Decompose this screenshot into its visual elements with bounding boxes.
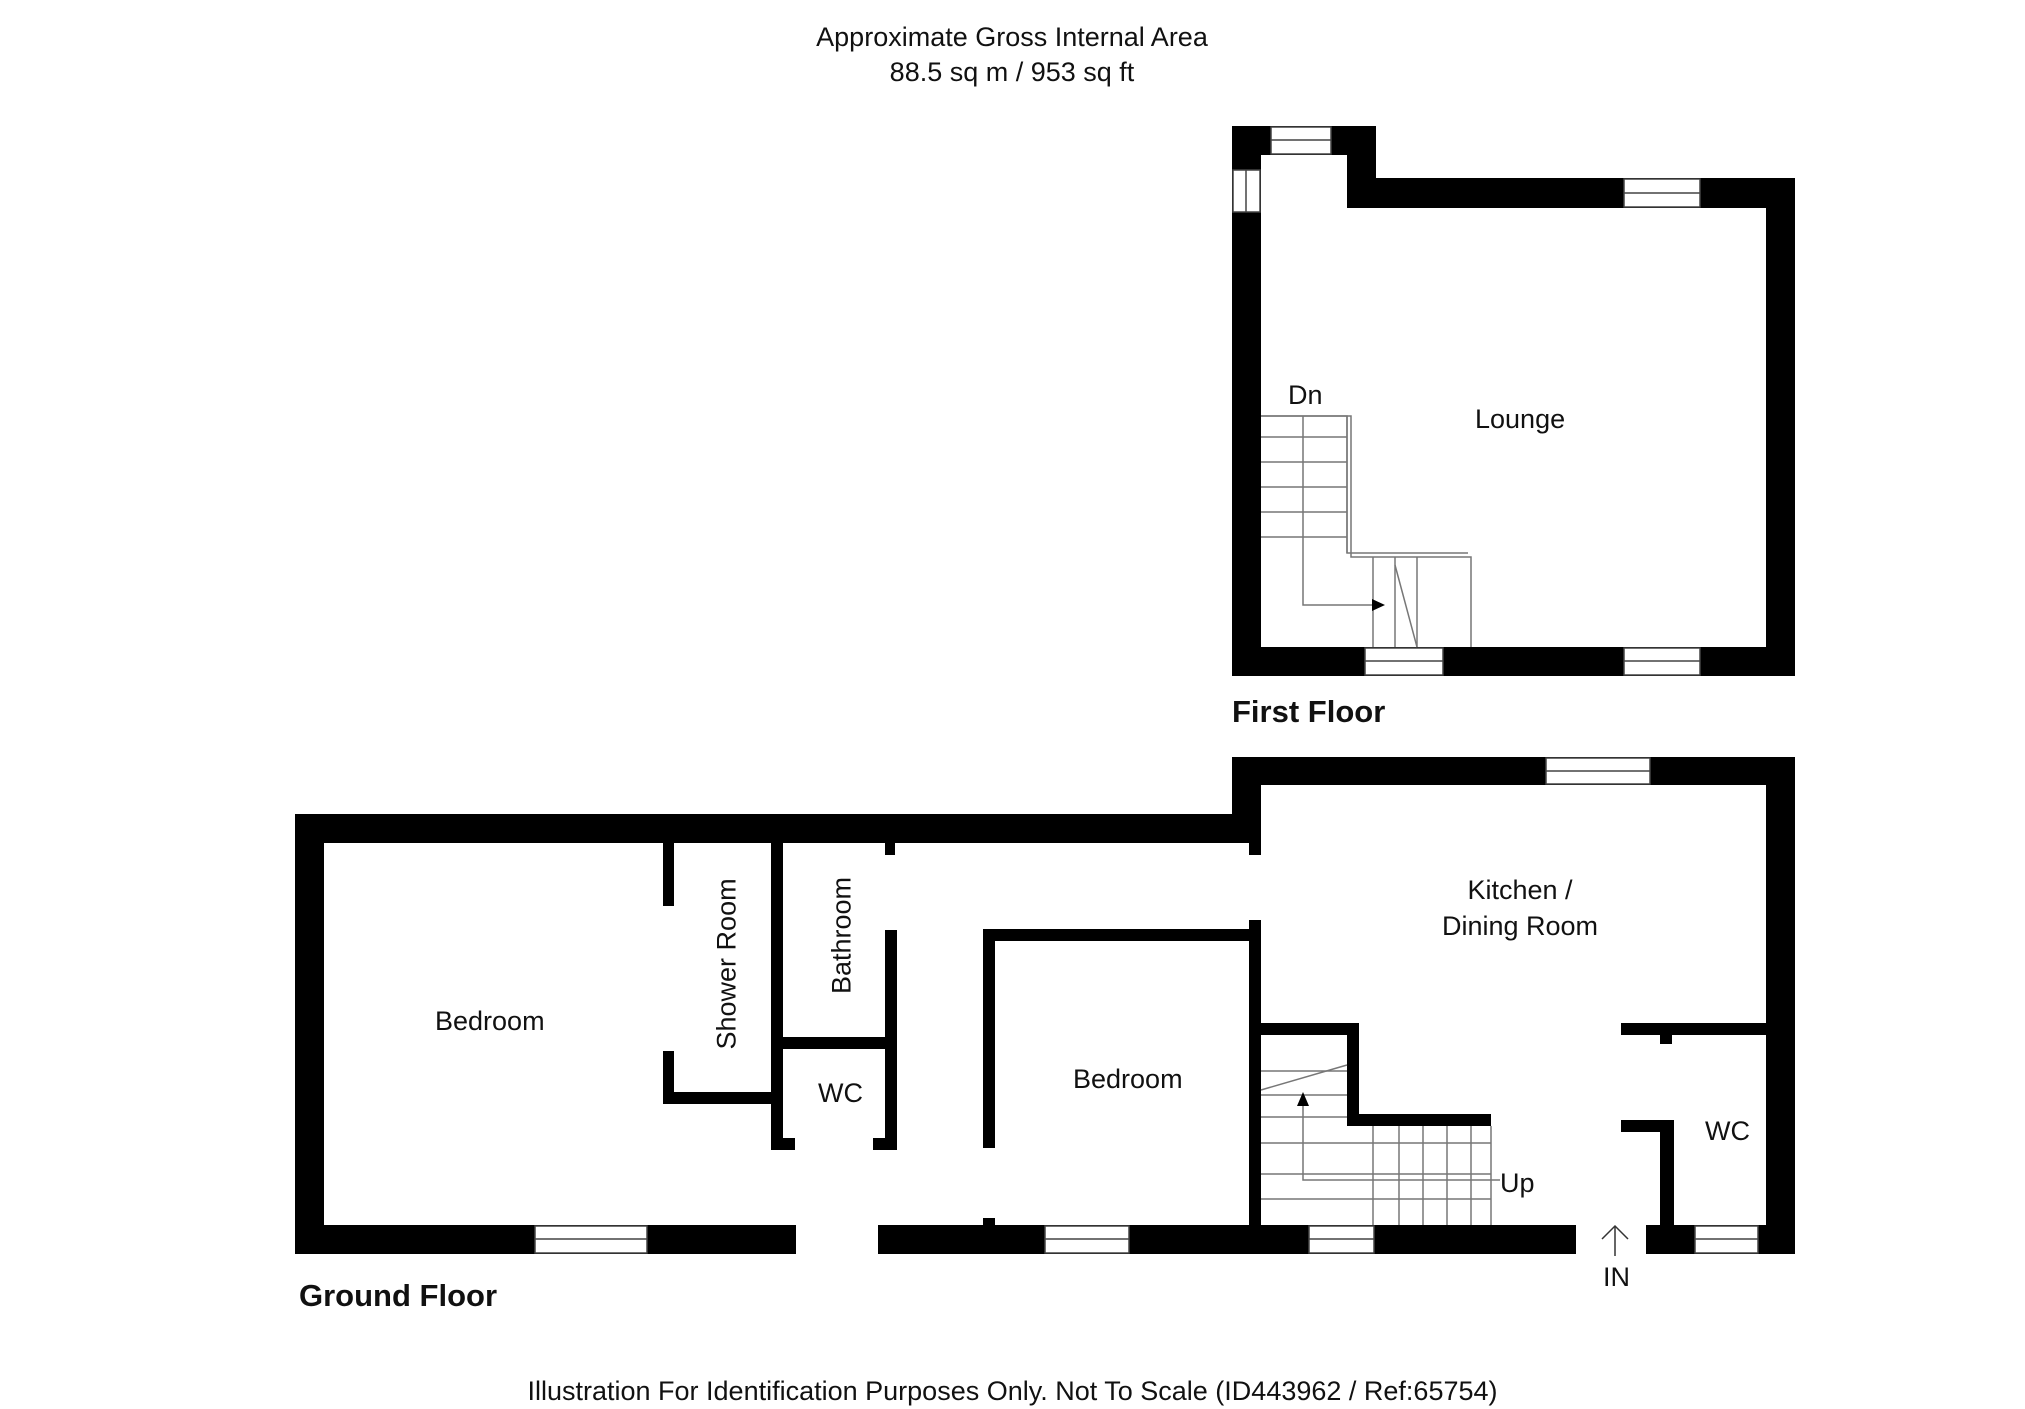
disclaimer-footer: Illustration For Identification Purposes… xyxy=(527,1376,1498,1406)
room-label-lounge: Lounge xyxy=(1475,404,1566,434)
ground-floor-staircase xyxy=(1260,1064,1500,1225)
first-floor-walls xyxy=(1232,126,1795,676)
stair-label-down: Dn xyxy=(1288,380,1323,410)
room-label-wc-left: WC xyxy=(818,1078,863,1108)
room-label-bedroom-left: Bedroom xyxy=(435,1006,545,1036)
first-floor-windows xyxy=(1232,126,1701,676)
area-title-line2: 88.5 sq m / 953 sq ft xyxy=(889,57,1135,87)
room-label-bedroom-middle: Bedroom xyxy=(1073,1064,1183,1094)
area-title-line1: Approximate Gross Internal Area xyxy=(816,22,1208,52)
room-label-kitchen-line2: Dining Room xyxy=(1441,911,1599,941)
floor-label-first: First Floor xyxy=(1232,694,1386,729)
room-label-kitchen: Kitchen / Dining Room xyxy=(1420,872,1620,944)
first-floor-stair-arrow xyxy=(1372,599,1385,611)
room-label-kitchen-line1: Kitchen / xyxy=(1467,875,1573,905)
ground-floor-windows xyxy=(534,757,1759,1254)
stair-label-up: Up xyxy=(1500,1168,1535,1198)
room-label-wc-right: WC xyxy=(1705,1116,1750,1146)
room-label-shower-room: Shower Room xyxy=(711,878,742,1050)
entrance-arrow xyxy=(1601,1224,1629,1256)
floor-label-ground: Ground Floor xyxy=(299,1278,498,1313)
entrance-label: IN xyxy=(1603,1262,1630,1292)
room-label-bathroom: Bathroom xyxy=(826,876,857,995)
ground-floor-stair-arrow xyxy=(1297,1092,1309,1106)
first-floor-staircase xyxy=(1261,415,1472,648)
area-title: Approximate Gross Internal Area 88.5 sq … xyxy=(712,20,1312,90)
